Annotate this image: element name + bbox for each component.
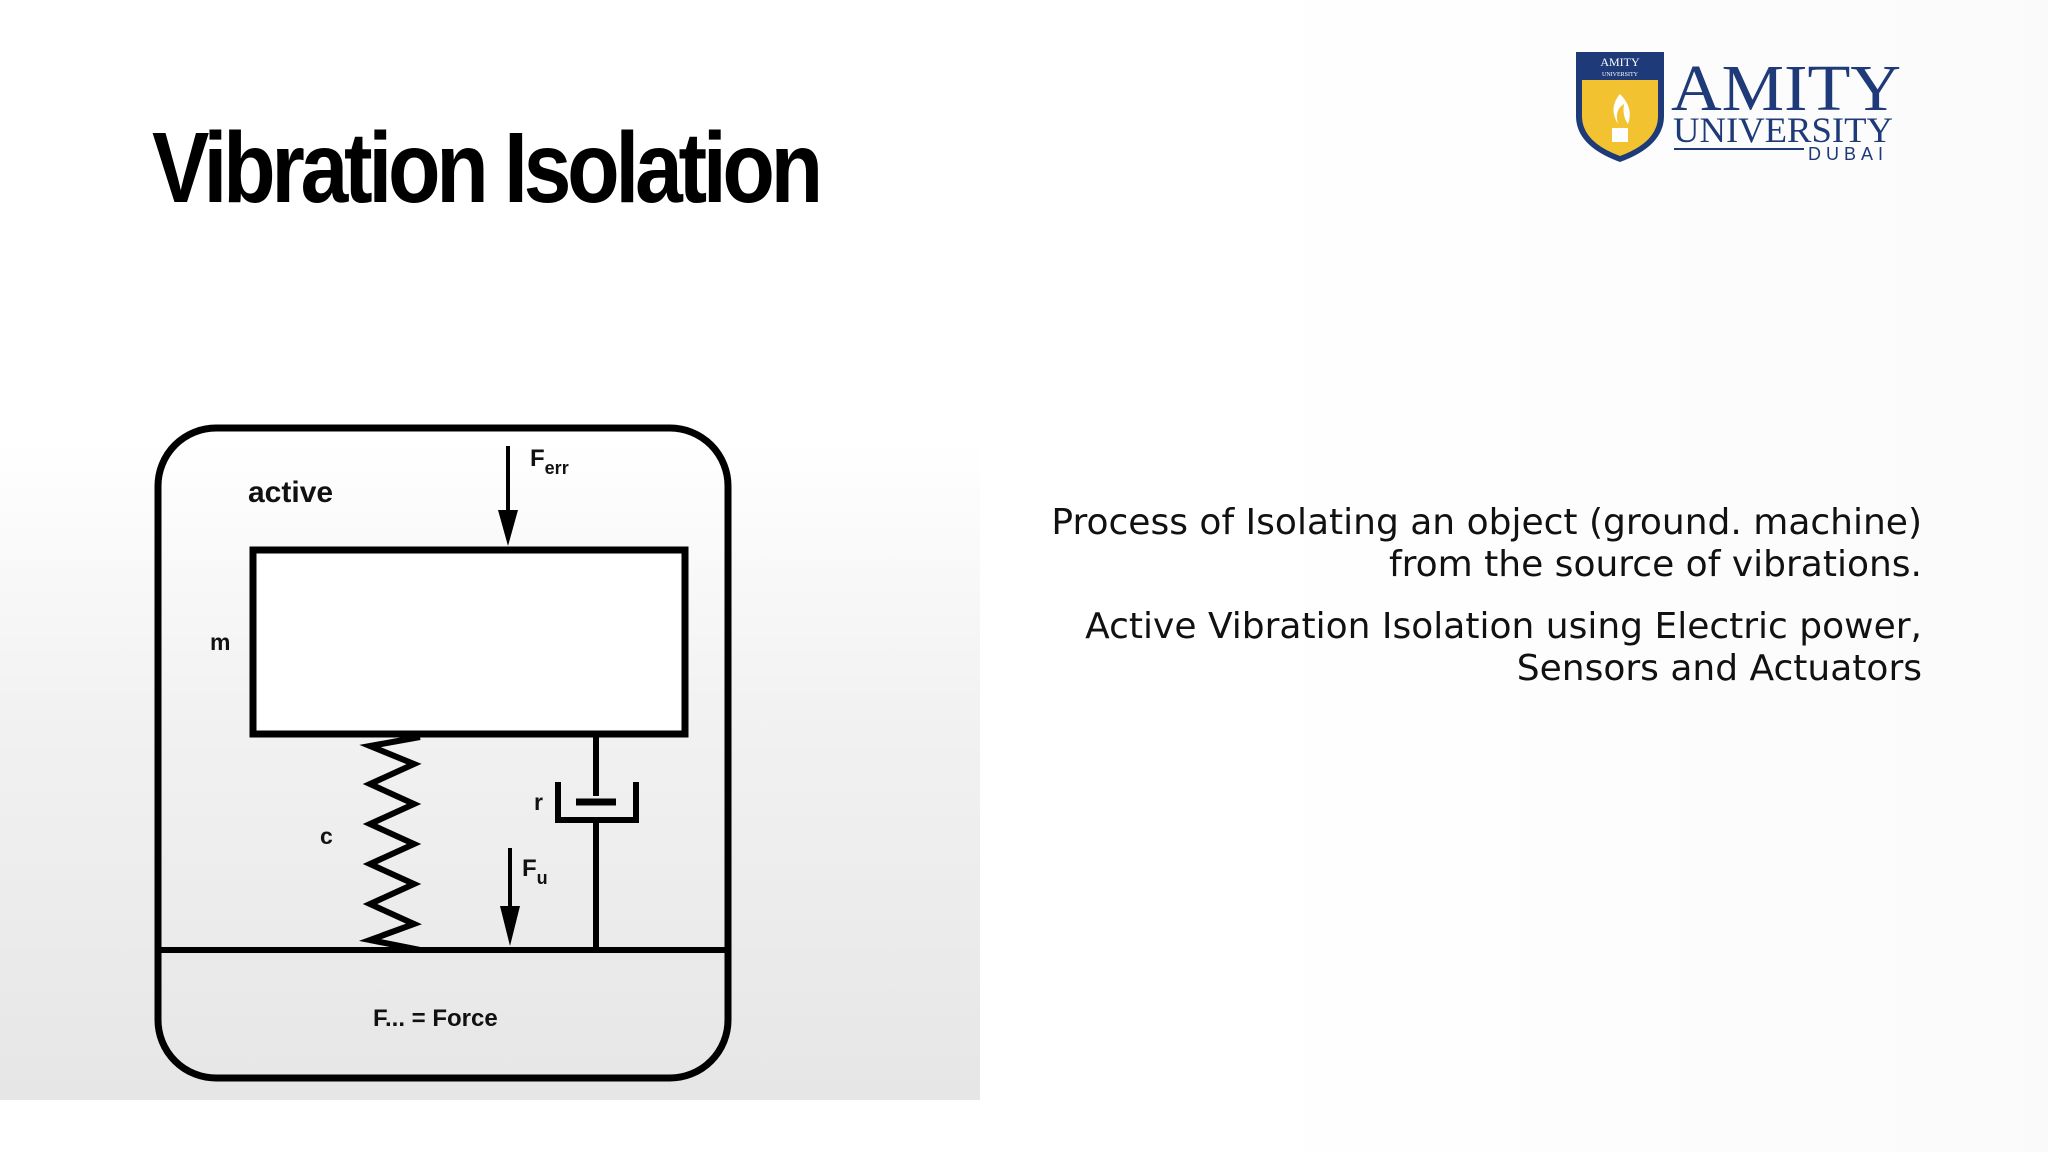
label-spring: c [320,823,333,849]
paragraph-definition: Process of Isolating an object (ground. … [1051,502,1922,585]
amity-university-logo: AMITY UNIVERSITY AMITY UNIVERSITY DUBAI [1576,52,1901,164]
logo-subtitle: UNIVERSITY [1673,110,1893,150]
svg-text:AMITY: AMITY [1600,55,1640,69]
force-err-arrow [498,446,518,546]
svg-text:UNIVERSITY: UNIVERSITY [1602,72,1639,78]
university-crest-icon: AMITY UNIVERSITY [1576,52,1664,162]
label-force-u: Fu [522,855,548,888]
slide-title: Vibration Isolation [152,112,823,224]
force-u-arrow [500,848,520,946]
damper-r [555,734,639,950]
slide-body: Process of Isolating an object (ground. … [1002,502,1922,710]
paragraph-active-isolation: Active Vibration Isolation using Electri… [1085,606,1922,689]
label-active: active [248,476,333,509]
force-legend: F... = Force [373,1005,498,1032]
system-enclosure [154,424,732,1082]
logo-location: DUBAI [1808,144,1888,164]
label-mass: m [210,629,230,655]
spring-c [358,734,422,953]
label-damper: r [534,789,543,815]
label-force-err: Ferr [530,445,569,478]
active-isolation-diagram: active m c r Ferr Fu F... = Force [154,424,732,1082]
logo-wordmark: AMITY [1671,52,1901,125]
mass-block [249,546,689,738]
